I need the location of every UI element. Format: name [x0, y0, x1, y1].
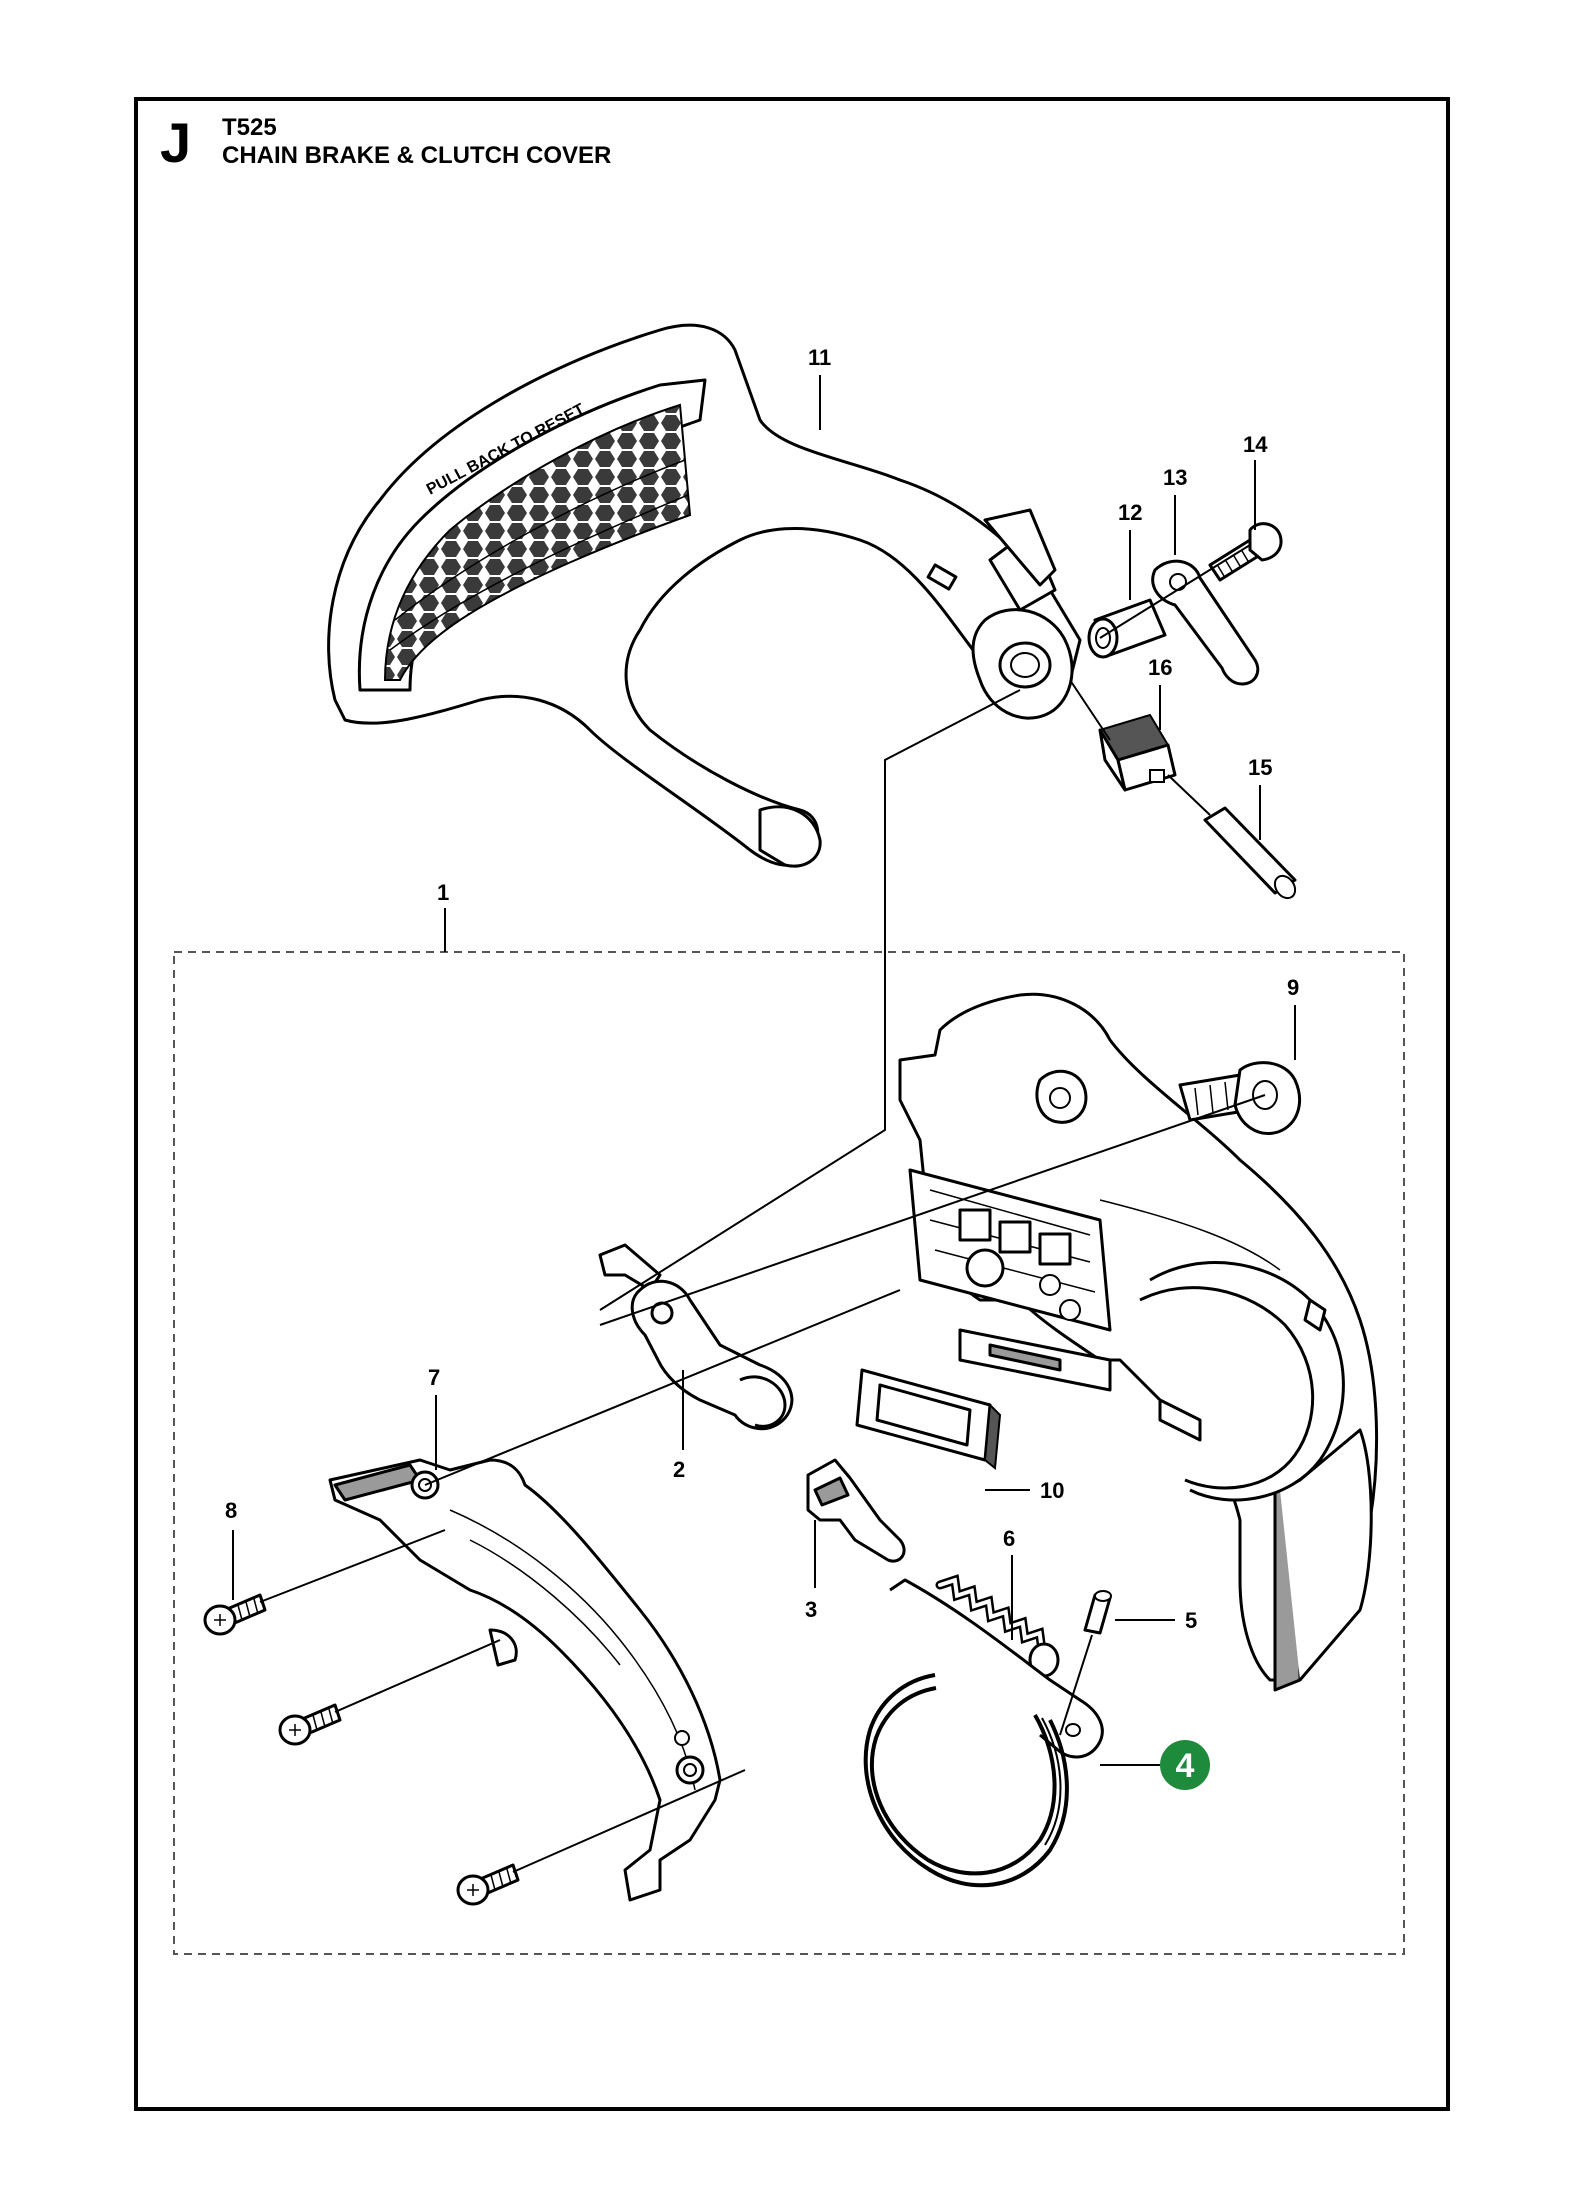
- kit-boundary: [173, 951, 1405, 1955]
- part-5-pin: [1083, 1590, 1112, 1635]
- callout-11: 11: [808, 345, 831, 370]
- part-13-washer-plate: [1151, 559, 1260, 686]
- part-16-sleeve: [1098, 713, 1177, 792]
- model-code: T525: [222, 114, 277, 141]
- part-3-link: [806, 1458, 906, 1563]
- page-title: CHAIN BRAKE & CLUTCH COVER: [222, 142, 612, 169]
- diagram-frame: [134, 97, 1450, 2111]
- callout-16: 16: [1148, 655, 1172, 680]
- part-14-screw: [1208, 522, 1283, 582]
- callout-14: 14: [1243, 432, 1268, 457]
- callout-2: 2: [673, 1457, 685, 1482]
- callout-12: 12: [1118, 500, 1142, 525]
- part-6-spring: [935, 1574, 1060, 1678]
- part-15-pin: [1203, 806, 1297, 900]
- part-10-plate: [855, 1368, 1002, 1470]
- callout-6: 6: [1003, 1526, 1015, 1551]
- callout-7: 7: [428, 1365, 440, 1390]
- callout-15: 15: [1248, 755, 1272, 780]
- callout-3: 3: [805, 1597, 817, 1622]
- part-11-hand-guard: [327, 323, 1082, 868]
- callout-4-highlight: [1160, 1740, 1210, 1790]
- part-clutch-cover: [898, 992, 1379, 1692]
- section-letter: J: [160, 111, 192, 174]
- callout-9: 9: [1287, 975, 1299, 1000]
- part-12-bushing: [1087, 598, 1167, 659]
- callout-5: 5: [1185, 1608, 1197, 1633]
- callout-1: 1: [437, 880, 449, 905]
- part-8-screw-1: [203, 1593, 267, 1636]
- part-7-guide-plate: [328, 1458, 722, 1902]
- callout-4: 4: [1176, 1747, 1195, 1785]
- part-8-screw-3: [456, 1863, 520, 1906]
- callout-13: 13: [1163, 465, 1187, 490]
- part-8-screw-2: [278, 1703, 342, 1746]
- leader-lines: [232, 375, 1296, 1873]
- callout-10: 10: [1040, 1478, 1064, 1503]
- part-2-brake-lever: [598, 1243, 794, 1431]
- part-4-brake-band: [863, 1578, 1104, 1888]
- callout-8: 8: [225, 1498, 237, 1523]
